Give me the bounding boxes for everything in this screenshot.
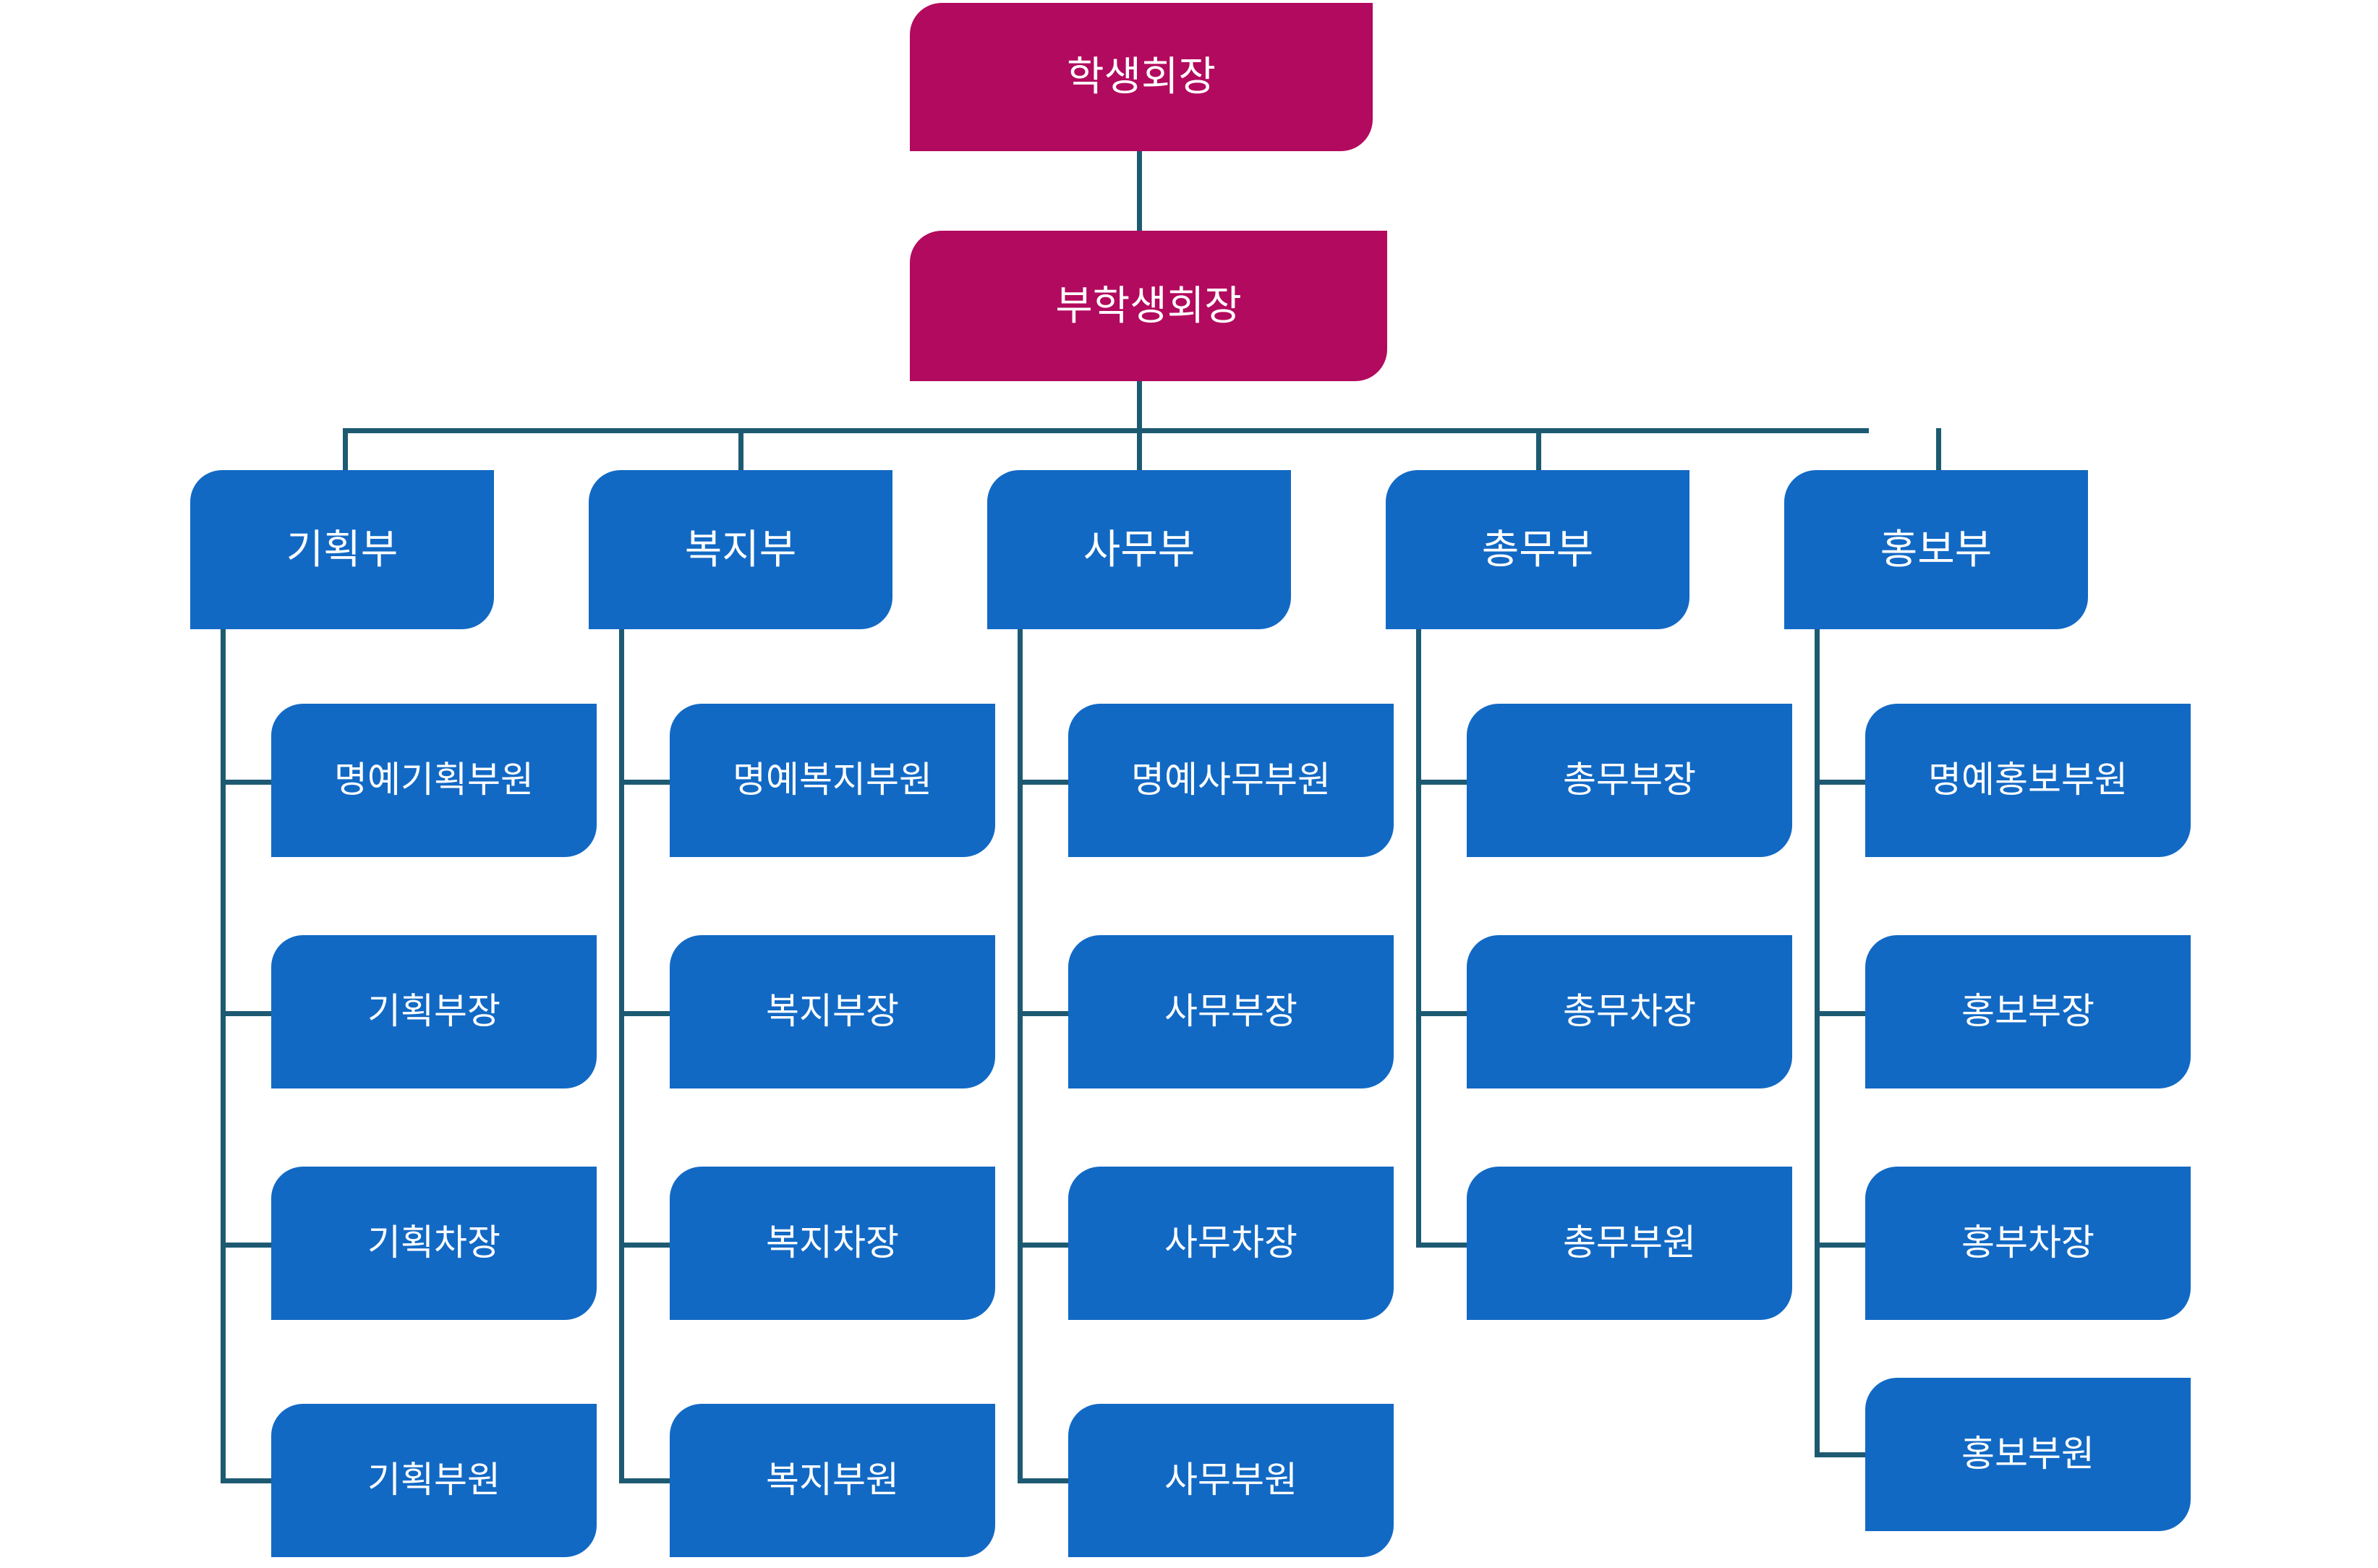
connector-bus-to-planning: [343, 428, 348, 470]
connector-general-trunk: [1416, 629, 1421, 1248]
connector-department-bus: [343, 428, 1869, 433]
node-dept-general-label: 총무부: [1481, 526, 1594, 572]
node-dept-affairs-label: 사무부: [1083, 526, 1196, 572]
node-pr-member-3[interactable]: 홍부차장: [1865, 1167, 2191, 1320]
node-welfare-member-3-label: 복지차장: [766, 1222, 899, 1264]
connector-planning-trunk: [221, 629, 226, 1483]
connector-affairs-stub-2: [1018, 1011, 1072, 1016]
node-pr-member-3-label: 홍부차장: [1961, 1222, 2094, 1264]
node-president-label: 학생회장: [1066, 54, 1216, 100]
node-dept-pr[interactable]: 홍보부: [1784, 470, 2088, 629]
node-welfare-member-3[interactable]: 복지차장: [670, 1167, 995, 1320]
connector-affairs-trunk: [1018, 629, 1023, 1483]
node-pr-member-2-label: 홍보부장: [1961, 991, 2094, 1032]
node-dept-planning[interactable]: 기획부: [190, 470, 494, 629]
connector-bus-to-welfare: [738, 428, 743, 470]
node-affairs-member-1-label: 명예사무부원: [1131, 759, 1331, 801]
node-affairs-member-4[interactable]: 사무부원: [1068, 1404, 1394, 1557]
connector-affairs-stub-3: [1018, 1243, 1072, 1248]
node-dept-welfare[interactable]: 복지부: [589, 470, 892, 629]
node-dept-pr-label: 홍보부: [1880, 526, 1993, 572]
node-general-member-2-label: 총무차장: [1563, 991, 1696, 1032]
connector-general-stub-2: [1416, 1011, 1470, 1016]
node-general-member-3[interactable]: 총무부원: [1467, 1167, 1792, 1320]
node-dept-affairs[interactable]: 사무부: [987, 470, 1291, 629]
node-dept-planning-label: 기획부: [286, 526, 399, 572]
connector-planning-stub-2: [221, 1011, 275, 1016]
node-pr-member-4[interactable]: 홍보부원: [1865, 1378, 2191, 1531]
connector-affairs-stub-4: [1018, 1478, 1072, 1483]
node-pr-member-1[interactable]: 명예홍보부원: [1865, 704, 2191, 857]
node-pr-member-2[interactable]: 홍보부장: [1865, 935, 2191, 1088]
connector-bus-to-pr: [1936, 428, 1941, 470]
node-general-member-3-label: 총무부원: [1563, 1222, 1696, 1264]
connector-vice-drop: [1137, 381, 1142, 433]
node-vice-president[interactable]: 부학생회장: [910, 231, 1387, 381]
node-affairs-member-2[interactable]: 사무부장: [1068, 935, 1394, 1088]
node-planning-member-1-label: 명예기획부원: [334, 759, 534, 801]
connector-welfare-stub-4: [619, 1478, 673, 1483]
connector-planning-stub-3: [221, 1243, 275, 1248]
node-planning-member-3-label: 기획차장: [367, 1222, 500, 1264]
node-affairs-member-1[interactable]: 명예사무부원: [1068, 704, 1394, 857]
connector-welfare-stub-2: [619, 1011, 673, 1016]
node-welfare-member-4[interactable]: 복지부원: [670, 1404, 995, 1557]
connector-pr-stub-1: [1815, 780, 1869, 785]
connector-pr-stub-2: [1815, 1011, 1869, 1016]
node-planning-member-1[interactable]: 명예기획부원: [271, 704, 597, 857]
node-welfare-member-2-label: 복지부장: [766, 991, 899, 1032]
node-general-member-1-label: 총무부장: [1563, 759, 1696, 801]
node-general-member-2[interactable]: 총무차장: [1467, 935, 1792, 1088]
node-welfare-member-2[interactable]: 복지부장: [670, 935, 995, 1088]
connector-general-stub-1: [1416, 780, 1470, 785]
node-affairs-member-4-label: 사무부원: [1164, 1460, 1297, 1501]
node-general-member-1[interactable]: 총무부장: [1467, 704, 1792, 857]
node-affairs-member-2-label: 사무부장: [1164, 991, 1297, 1032]
node-planning-member-4-label: 기획부원: [367, 1460, 500, 1501]
node-dept-general[interactable]: 총무부: [1386, 470, 1689, 629]
node-affairs-member-3-label: 사무차장: [1164, 1222, 1297, 1264]
node-dept-welfare-label: 복지부: [684, 526, 797, 572]
connector-pr-stub-4: [1815, 1452, 1869, 1457]
node-planning-member-4[interactable]: 기획부원: [271, 1404, 597, 1557]
node-vice-president-label: 부학생회장: [1055, 282, 1242, 328]
connector-welfare-stub-3: [619, 1243, 673, 1248]
node-pr-member-4-label: 홍보부원: [1961, 1433, 2094, 1475]
connector-welfare-stub-1: [619, 780, 673, 785]
node-pr-member-1-label: 명예홍보부원: [1928, 759, 2128, 801]
connector-affairs-stub-1: [1018, 780, 1072, 785]
connector-welfare-trunk: [619, 629, 624, 1483]
node-planning-member-2[interactable]: 기획부장: [271, 935, 597, 1088]
connector-president-to-vice: [1137, 151, 1142, 231]
connector-planning-stub-4: [221, 1478, 275, 1483]
node-affairs-member-3[interactable]: 사무차장: [1068, 1167, 1394, 1320]
connector-pr-trunk: [1815, 629, 1820, 1457]
node-planning-member-3[interactable]: 기획차장: [271, 1167, 597, 1320]
connector-general-stub-3: [1416, 1243, 1470, 1248]
node-welfare-member-1-label: 명예복지부원: [733, 759, 932, 801]
node-president[interactable]: 학생회장: [910, 3, 1373, 151]
connector-pr-stub-3: [1815, 1243, 1869, 1248]
connector-planning-stub-1: [221, 780, 275, 785]
node-welfare-member-4-label: 복지부원: [766, 1460, 899, 1501]
node-welfare-member-1[interactable]: 명예복지부원: [670, 704, 995, 857]
connector-bus-to-general: [1536, 428, 1541, 470]
node-planning-member-2-label: 기획부장: [367, 991, 500, 1032]
connector-bus-to-affairs: [1137, 428, 1142, 470]
